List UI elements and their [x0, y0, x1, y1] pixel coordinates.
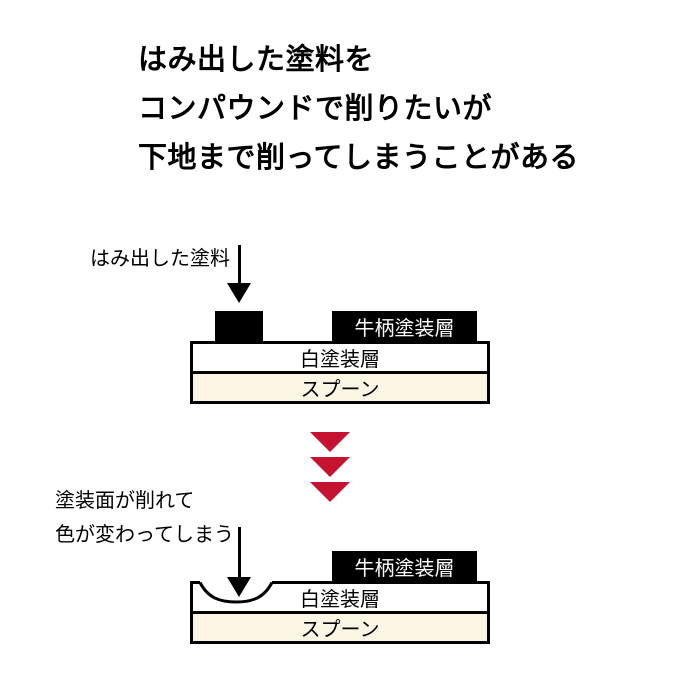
spoon-layer-label-before: スプーン — [300, 379, 380, 401]
pattern-layer-label-before: 牛柄塗装層 — [354, 317, 455, 340]
page-title: はみ出した塗料を コンパウンドで削りたいが 下地まで削ってしまうことがある — [138, 36, 579, 183]
title-line-2: コンパウンドで削りたいが — [138, 93, 493, 125]
annotation-surface-worn-line-2: 色が変わってしまう — [55, 524, 234, 546]
pattern-layer-bar-after: 牛柄塗装層 — [332, 551, 477, 581]
down-arrow-head-icon-before — [227, 283, 251, 303]
down-arrow-shaft-before — [238, 245, 241, 283]
white-layer-row-before: 白塗装層 — [193, 344, 487, 371]
red-chevron-icon — [310, 432, 350, 452]
transition-chevrons — [310, 432, 350, 507]
pattern-layer-bar-before: 牛柄塗装層 — [332, 311, 477, 341]
red-chevron-icon — [310, 482, 350, 502]
spoon-layer-label-after: スプーン — [300, 619, 380, 641]
title-line-1: はみ出した塗料を — [138, 44, 375, 76]
annotation-surface-worn: 塗装面が削れて 色が変わってしまう — [55, 484, 234, 552]
spoon-layer-row-before: スプーン — [193, 371, 487, 401]
down-arrow-shaft-after — [238, 527, 241, 577]
annotation-surface-worn-line-1: 塗装面が削れて — [55, 490, 195, 512]
white-layer-label-before: 白塗装層 — [300, 349, 380, 371]
worn-notch-curve — [198, 581, 274, 604]
red-chevron-icon — [310, 457, 350, 477]
layer-stack-after: 白塗装層 スプーン — [190, 581, 490, 644]
down-arrow-head-icon-after — [227, 577, 251, 597]
layer-stack-before: 白塗装層 スプーン — [190, 341, 490, 404]
overflow-paint-blob — [215, 311, 263, 341]
spoon-layer-row-after: スプーン — [193, 611, 487, 641]
annotation-overflow-paint: はみ出した塗料 — [90, 248, 230, 270]
white-layer-label-after: 白塗装層 — [300, 589, 380, 611]
pattern-layer-label-after: 牛柄塗装層 — [354, 557, 455, 580]
title-line-3: 下地まで削ってしまうことがある — [138, 142, 580, 174]
